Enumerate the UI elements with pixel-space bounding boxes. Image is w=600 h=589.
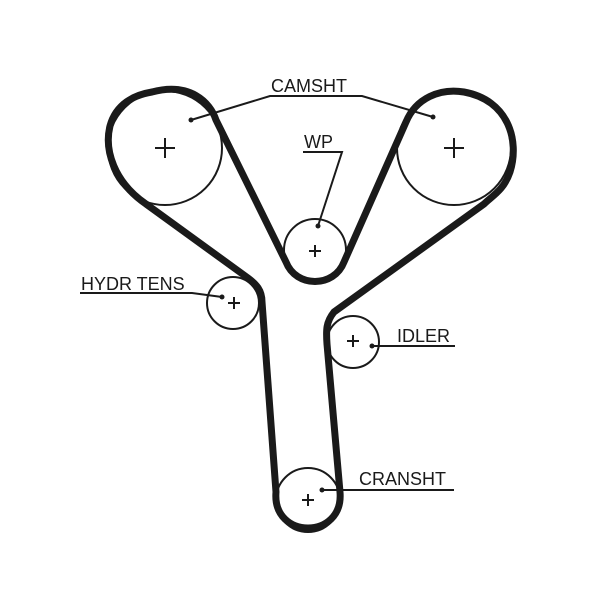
plus-icon: [155, 138, 175, 158]
plus-icon: [347, 335, 359, 347]
hydraulic-tensioner-leader: [80, 292, 223, 298]
camshaft-leader: [190, 95, 434, 121]
water-pump-label: WP: [304, 132, 333, 152]
labels: CAMSHT WP HYDR TENS IDLER CRANSHT: [81, 76, 450, 489]
plus-icon: [309, 245, 321, 257]
leader-lines: [80, 95, 455, 493]
plus-icon: [444, 138, 464, 158]
plus-icon: [302, 494, 314, 506]
hydraulic-tensioner-label: HYDR TENS: [81, 274, 185, 294]
water-pump-leader: [303, 151, 344, 227]
idler-label: IDLER: [397, 326, 450, 346]
timing-belt: [104, 85, 517, 532]
pulley-center-markers: [155, 138, 464, 506]
plus-icon: [228, 297, 240, 309]
pulleys: [107, 90, 512, 533]
crankshaft-label: CRANSHT: [359, 469, 446, 489]
camshaft-label: CAMSHT: [271, 76, 347, 96]
